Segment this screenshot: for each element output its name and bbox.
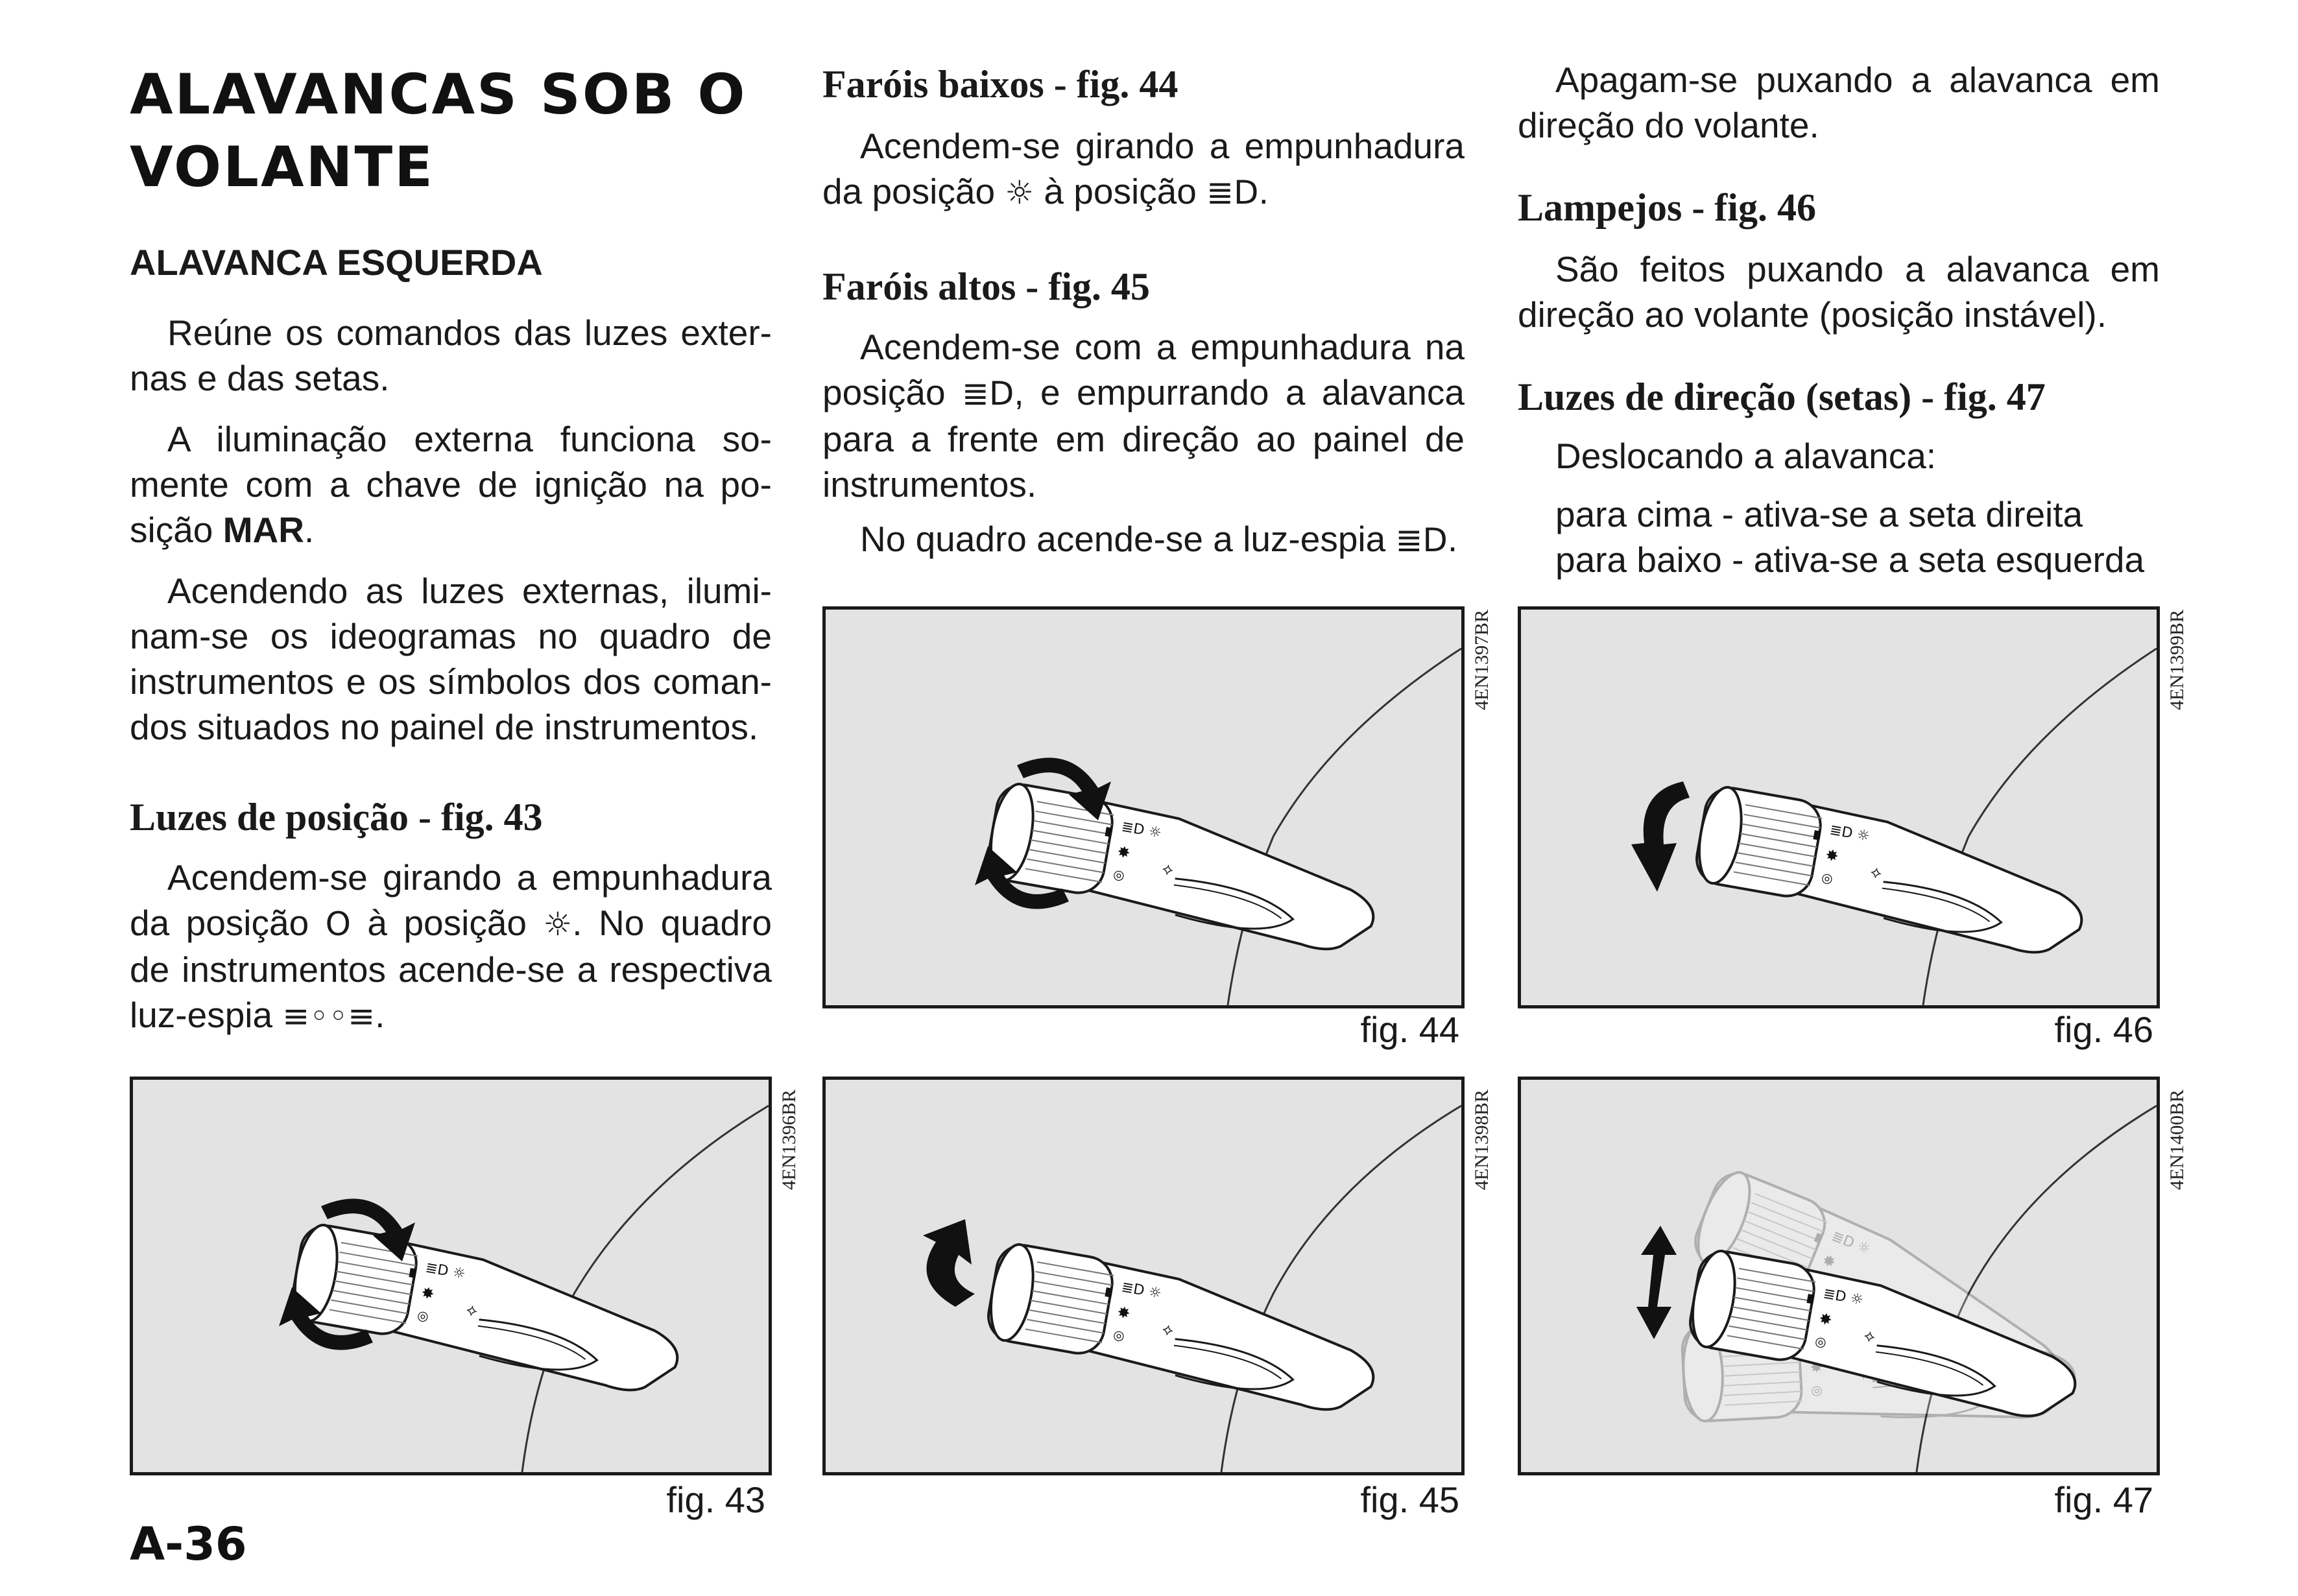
text: Acendem-se girando a empunhadura da posi… — [130, 857, 772, 943]
text: Acendem-se com a empunhadura na posição — [822, 327, 1465, 412]
heading-flashes: Lampejos - fig. 46 — [1518, 186, 1816, 229]
lever-illustration-fig44 — [975, 647, 1461, 1005]
subheading-left-lever: ALAVANCA ESQUERDA — [130, 242, 543, 283]
heading-position-lights: Luzes de posição - fig. 43 — [130, 796, 543, 839]
lever-illustration-fig46 — [1631, 647, 2157, 1005]
lever-illustration-fig47 — [1636, 1104, 2157, 1472]
paragraph-turn-signals: Deslocando a alavanca: — [1555, 436, 1937, 476]
text: , e empurrando a alavanca para a frente … — [822, 372, 1465, 505]
paragraph-flashes: São feitos puxando a alavanca em direção… — [1518, 249, 2160, 335]
paragraph-turn-down: para baixo - ativa-se a seta esquerda — [1555, 540, 2145, 580]
paragraph-intro: Reúne os comandos das luzes exter­nas e … — [130, 313, 772, 398]
text: . — [375, 995, 385, 1035]
text: . — [304, 510, 315, 550]
text: à posição — [1034, 171, 1207, 211]
figure-47 — [1518, 1077, 2160, 1475]
paragraph-ignition: A iluminação externa funciona so­mente c… — [130, 416, 772, 553]
figure-43 — [130, 1077, 772, 1475]
paragraph-ideograms: Acendendo as luzes externas, ilumi­nam-s… — [130, 571, 772, 747]
paragraph-low-beams: Acendem-se girando a empunhadura da posi… — [822, 123, 1465, 215]
paragraph-position-lights: Acendem-se girando a empunhadura da posi… — [130, 855, 772, 1039]
figure-caption-45: fig. 45 — [1360, 1479, 1459, 1520]
heading-low-beams: Faróis baixos - fig. 44 — [822, 63, 1179, 106]
figure-code-45: 4EN1398BR — [1471, 1089, 1492, 1190]
page-number: A-36 — [130, 1518, 247, 1571]
text: . — [1258, 171, 1269, 211]
paragraph-high-beams: Acendem-se com a empunhadura na posição … — [822, 324, 1465, 507]
position-light-icon: ☼ — [543, 905, 573, 943]
page-title: ALAVANCAS SOB O VOLANTE — [130, 62, 747, 200]
figure-code-43: 4EN1396BR — [778, 1089, 800, 1190]
figure-caption-47: fig. 47 — [2054, 1479, 2153, 1520]
text: No quadro acende-se a luz-espia — [860, 519, 1396, 559]
low-beam-icon: ≣D — [961, 375, 1014, 412]
text: A iluminação externa funciona so­mente c… — [130, 419, 772, 550]
figure-code-46: 4EN1399BR — [2166, 609, 2188, 710]
paragraph-turn-up: para cima - ativa-se a seta direita — [1555, 494, 2083, 534]
low-beam-icon: ≣D — [1206, 174, 1259, 211]
lever-illustration-fig45 — [923, 1104, 1461, 1472]
paragraph-high-beams-off: Apagam-se puxando a alavanca em direção … — [1518, 60, 2160, 145]
text: . — [1447, 519, 1458, 559]
off-position-icon: O — [325, 905, 351, 943]
text: . No quadro de instrumentos acende-se a … — [130, 903, 772, 1035]
high-beam-icon: ≣D — [1395, 521, 1448, 559]
text: à posição — [350, 903, 544, 943]
figure-caption-43: fig. 43 — [666, 1479, 765, 1520]
figure-code-47: 4EN1400BR — [2166, 1089, 2188, 1190]
figure-44 — [822, 606, 1465, 1008]
figure-code-44: 4EN1397BR — [1471, 609, 1492, 710]
figure-caption-46: fig. 46 — [2054, 1009, 2153, 1050]
figure-45 — [822, 1077, 1465, 1475]
figure-caption-44: fig. 44 — [1360, 1009, 1459, 1050]
lever-illustration-fig43 — [279, 1104, 769, 1472]
heading-high-beams: Faróis altos - fig. 45 — [822, 265, 1150, 308]
key-position-label: MAR — [222, 510, 304, 550]
heading-turn-signals: Luzes de direção (setas) - fig. 47 — [1518, 375, 2046, 418]
paragraph-high-beam-warning: No quadro acende-se a luz-espia ≣D. — [822, 516, 1465, 563]
text: Acendem-se girando a empunhadura da posi… — [822, 126, 1465, 211]
figure-46 — [1518, 606, 2160, 1008]
position-light-icon: ☼ — [1005, 174, 1035, 211]
position-light-warning-icon: ≡◦◦≡ — [282, 997, 376, 1035]
